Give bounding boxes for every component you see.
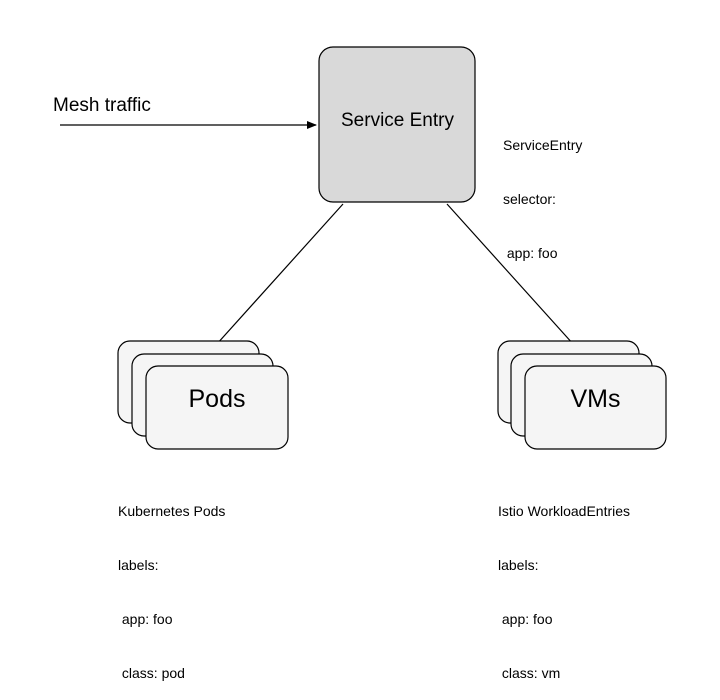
vms-note-line: labels: <box>498 557 539 573</box>
pods-title: Pods <box>188 385 246 413</box>
pods-note: Kubernetes Pods labels: app: foo class: … <box>118 466 225 700</box>
service-entry-note: ServiceEntry selector: app: foo <box>503 100 582 280</box>
vms-card-front <box>524 365 667 450</box>
architecture-diagram <box>60 46 667 450</box>
service-entry-note-line: app: foo <box>503 245 558 261</box>
pods-card-front <box>145 365 289 450</box>
arrow-to-vms <box>446 203 584 356</box>
pods-note-line: Kubernetes Pods <box>118 503 226 519</box>
pods-stack <box>117 340 289 450</box>
mesh-traffic-label: Mesh traffic <box>53 95 151 116</box>
pods-note-line: class: pod <box>118 665 185 681</box>
service-entry-box <box>318 46 476 203</box>
pods-note-line: app: foo <box>118 611 173 627</box>
service-entry-note-line: selector: <box>503 191 556 207</box>
pods-note-line: labels: <box>118 557 159 573</box>
arrow-to-pods <box>206 203 344 356</box>
vms-note-line: app: foo <box>498 611 553 627</box>
vms-note: Istio WorkloadEntries labels: app: foo c… <box>498 466 630 700</box>
service-entry-note-line: ServiceEntry <box>503 137 583 153</box>
vms-note-line: Istio WorkloadEntries <box>498 503 631 519</box>
vms-title: VMs <box>570 385 621 413</box>
service-entry-title: Service Entry <box>341 110 454 131</box>
vms-stack <box>497 340 667 450</box>
vms-note-line: class: vm <box>498 665 561 681</box>
